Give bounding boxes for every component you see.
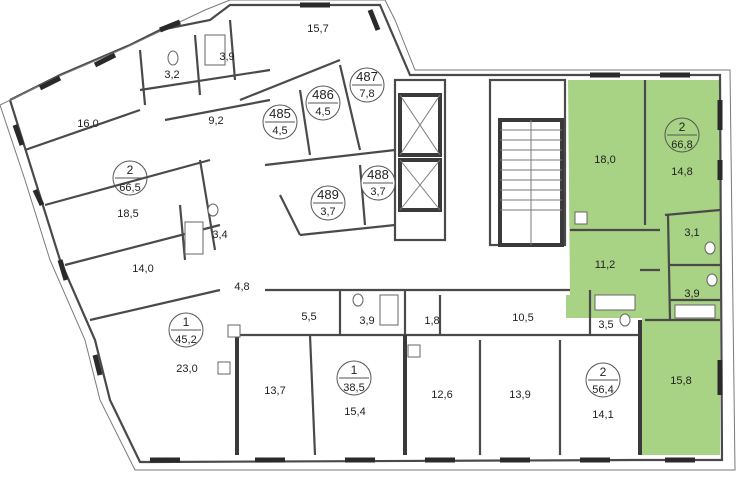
room-area: 4,8 — [234, 281, 249, 293]
storage-marker-487[interactable]: 487 7,8 — [349, 67, 385, 103]
storage-area: 3,7 — [320, 206, 335, 218]
room-area: 15,8 — [670, 375, 691, 387]
room-area: 3,1 — [684, 227, 699, 239]
storage-marker-485[interactable]: 485 4,5 — [262, 104, 298, 140]
room-area: 12,6 — [431, 389, 452, 401]
room-area: 3,2 — [164, 69, 179, 81]
unit-area: 66,8 — [671, 139, 692, 151]
room-area: 10,5 — [512, 312, 533, 324]
storage-number: 485 — [269, 106, 291, 121]
unit-marker-2-66-5[interactable]: 2 66,5 — [112, 160, 148, 196]
room-area: 13,7 — [264, 385, 285, 397]
unit-rooms: 1 — [183, 315, 190, 329]
toilet-icon — [619, 313, 631, 327]
kitchen-counter-icon — [227, 324, 241, 338]
room-area: 11,2 — [595, 259, 616, 271]
room-area: 13,9 — [509, 389, 530, 401]
room-area: 15,7 — [307, 23, 328, 35]
room-area: 16,0 — [77, 118, 98, 130]
fixtures — [167, 34, 718, 375]
unit-rooms: 1 — [351, 363, 358, 377]
kitchen-counter-icon — [574, 211, 588, 225]
room-area: 23,0 — [176, 363, 197, 375]
bathtub-icon — [184, 221, 204, 255]
unit-area: 66,5 — [119, 182, 140, 194]
unit-rooms: 2 — [600, 365, 607, 379]
bathtub-icon — [594, 294, 636, 311]
interior-walls — [24, 19, 721, 456]
room-area: 1,8 — [424, 315, 439, 327]
room-area: 3,9 — [684, 288, 699, 300]
toilet-icon — [167, 50, 179, 66]
windows — [12, 2, 723, 463]
room-labels: 15,7 3,2 3,9 16,0 9,2 18,5 3,4 14,0 4,8 … — [77, 23, 699, 421]
room-area: 5,5 — [301, 311, 316, 323]
room-area: 14,8 — [671, 166, 692, 178]
unit-marker-2-56-4[interactable]: 2 56,4 — [585, 362, 621, 398]
room-area: 14,1 — [592, 409, 613, 421]
storage-area: 4,5 — [272, 125, 287, 137]
storage-markers: 485 4,5 486 4,5 487 7,8 488 3,7 489 3,7 — [262, 67, 396, 221]
kitchen-counter-icon — [407, 344, 421, 358]
storage-marker-489[interactable]: 489 3,7 — [310, 185, 346, 221]
room-area: 18,5 — [117, 208, 138, 220]
unit-rooms: 2 — [127, 163, 134, 177]
storage-number: 488 — [367, 167, 389, 182]
storage-number: 486 — [312, 87, 334, 102]
bathtub-icon — [204, 34, 226, 66]
unit-area: 38,5 — [343, 382, 364, 394]
storage-area: 3,7 — [370, 186, 385, 198]
unit-rooms: 2 — [679, 120, 686, 134]
room-area: 3,9 — [359, 315, 374, 327]
unit-marker-2-66-8[interactable]: 2 66,8 — [664, 117, 700, 153]
toilet-icon — [352, 293, 364, 307]
storage-area: 4,5 — [315, 106, 330, 118]
room-area: 14,0 — [132, 263, 153, 275]
storage-marker-486[interactable]: 486 4,5 — [305, 85, 341, 121]
apartment-markers: 2 66,5 1 45,2 1 38,5 2 56,4 2 66,8 — [112, 117, 700, 398]
unit-area: 56,4 — [592, 384, 613, 396]
unit-marker-1-38-5[interactable]: 1 38,5 — [336, 360, 372, 396]
storage-number: 489 — [317, 187, 339, 202]
toilet-icon — [706, 273, 718, 287]
room-area: 9,2 — [208, 115, 223, 127]
kitchen-counter-icon — [217, 361, 231, 375]
room-area: 3,4 — [212, 229, 227, 241]
stair-treads — [500, 120, 562, 245]
highlighted-apartment[interactable] — [566, 80, 720, 455]
storage-area: 7,8 — [359, 88, 374, 100]
unit-area: 45,2 — [175, 334, 196, 346]
storage-marker-488[interactable]: 488 3,7 — [360, 165, 396, 201]
room-area: 18,0 — [594, 154, 615, 166]
bathtub-icon — [674, 304, 716, 319]
toilet-icon — [207, 203, 219, 217]
room-area: 3,5 — [598, 319, 613, 331]
bathtub-icon — [379, 294, 399, 326]
storage-number: 487 — [356, 69, 378, 84]
toilet-icon — [704, 241, 716, 255]
room-area: 3,9 — [219, 51, 234, 63]
unit-marker-1-45-2[interactable]: 1 45,2 — [168, 312, 204, 348]
room-area: 15,4 — [344, 406, 365, 418]
